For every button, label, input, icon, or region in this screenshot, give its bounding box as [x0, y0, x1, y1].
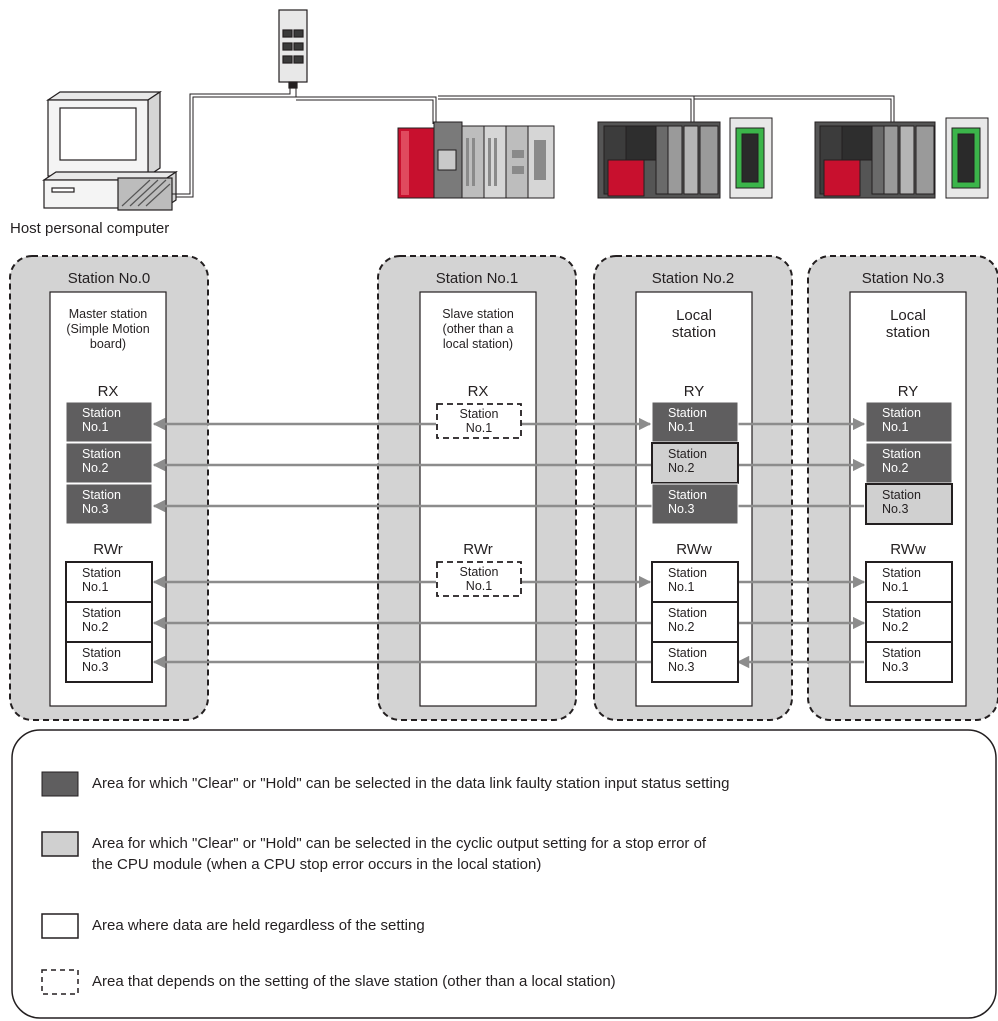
area-cell [865, 442, 953, 484]
cell-label: Station No.3 [882, 488, 921, 516]
legend-swatch-white [41, 913, 79, 939]
station-header: Station No.2 [651, 270, 735, 287]
computer-icon [42, 90, 178, 211]
legend-box [11, 729, 997, 1019]
area-label: RWr [463, 541, 493, 558]
cell-label: Station No.1 [882, 406, 921, 434]
station-role: Local station [885, 307, 931, 341]
cell-label: Station No.1 [668, 566, 707, 594]
area-cell [865, 601, 953, 643]
area-label: RY [897, 383, 919, 400]
area-cell [651, 601, 739, 643]
area-label: RWr [93, 541, 123, 558]
area-label: RWw [890, 541, 926, 558]
slave-io-module-icon [397, 121, 555, 199]
cell-label: Station No.1 [668, 406, 707, 434]
legend-text: Area where data are held regardless of t… [92, 917, 425, 934]
station-header: Station No.1 [435, 270, 519, 287]
legend-text: Area for which "Clear" or "Hold" can be … [92, 835, 707, 873]
cell-label: Station No.2 [668, 447, 707, 475]
cell-label: Station No.3 [668, 488, 707, 516]
station-role: Master station (Simple Motion board) [66, 307, 150, 351]
cell-label: Station No.2 [668, 606, 707, 634]
cell-label: Station No.2 [882, 606, 921, 634]
area-cell [65, 561, 153, 603]
cell-label: Station No.1 [882, 566, 921, 594]
cell-label: Station No.1 [82, 406, 121, 434]
dashed-area-cell [436, 403, 522, 439]
area-cell [865, 561, 953, 603]
area-cell [65, 401, 153, 443]
area-cell [865, 401, 953, 443]
area-cell [65, 442, 153, 484]
dashed-area-cell [436, 561, 522, 597]
legend-swatch-dark [41, 771, 79, 797]
area-label: RY [683, 383, 705, 400]
legend-text: Area for which "Clear" or "Hold" can be … [92, 775, 730, 792]
station-header: Station No.3 [861, 270, 945, 287]
area-cell [65, 601, 153, 643]
cell-label: Station No.1 [82, 566, 121, 594]
station-role: Local station [671, 307, 717, 341]
switching-hub-icon [278, 9, 308, 89]
area-cell [651, 641, 739, 683]
area-label: RX [97, 383, 119, 400]
area-cell [865, 483, 953, 525]
cell-label: Station No.3 [668, 646, 707, 674]
area-label: RX [467, 383, 489, 400]
area-cell [651, 483, 739, 525]
area-cell [651, 442, 739, 484]
cell-label: Station No.2 [82, 447, 121, 475]
area-cell [651, 401, 739, 443]
area-cell [865, 641, 953, 683]
cell-label: Station No.3 [882, 646, 921, 674]
cell-label: Station No.3 [82, 488, 121, 516]
cell-label: Station No.2 [882, 447, 921, 475]
host-pc-label: Host personal computer [10, 220, 170, 237]
cell-label: Station No.3 [82, 646, 121, 674]
cell-label: Station No.1 [459, 565, 499, 593]
local-plc-icon [814, 117, 989, 199]
legend-swatch-dashed [41, 969, 79, 995]
station-header: Station No.0 [67, 270, 151, 287]
station-role: Slave station (other than a local statio… [442, 307, 514, 351]
legend-swatch-light [41, 831, 79, 857]
legend-text: Area that depends on the setting of the … [92, 973, 616, 990]
area-cell [65, 483, 153, 525]
area-cell [65, 641, 153, 683]
station-body-1 [419, 291, 537, 707]
local-plc-icon [597, 117, 773, 199]
area-label: RWw [676, 541, 712, 558]
cell-label: Station No.2 [82, 606, 121, 634]
cell-label: Station No.1 [459, 407, 499, 435]
